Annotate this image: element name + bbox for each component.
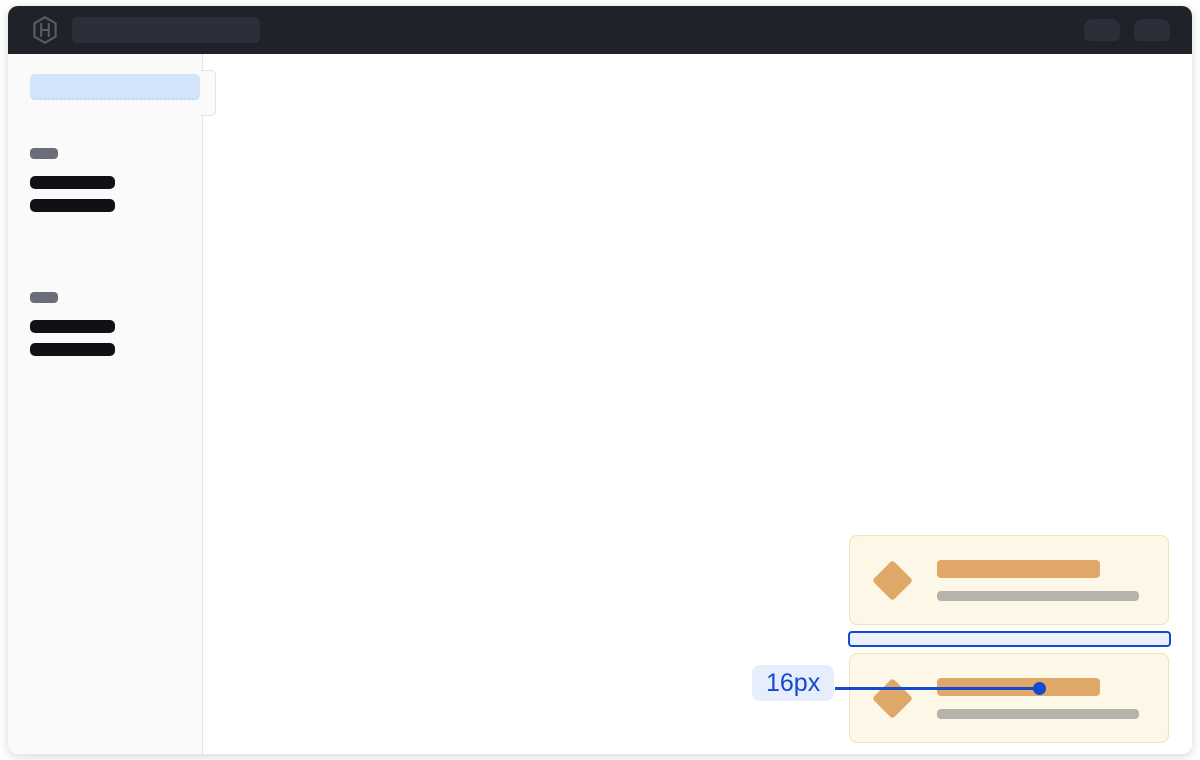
- topbar-chip-1[interactable]: [1084, 19, 1120, 41]
- sidebar-group-1: [30, 148, 115, 212]
- sidebar-group-2-label: [30, 292, 58, 303]
- card-text-block: [937, 559, 1139, 601]
- measurement-leader-line: [835, 687, 1035, 690]
- measurement-anchor-dot: [1033, 682, 1046, 695]
- topbar-chip-2[interactable]: [1134, 19, 1170, 41]
- diamond-icon: [871, 559, 914, 601]
- sidebar-item-1-1[interactable]: [30, 176, 115, 189]
- card-title-placeholder: [937, 559, 1100, 578]
- canvas-area: 16px: [203, 54, 1192, 754]
- card-subtitle-placeholder: [937, 708, 1139, 719]
- card-text-block: [937, 677, 1139, 719]
- sidebar-item-2-1[interactable]: [30, 320, 115, 333]
- measurement-leader: [835, 682, 1046, 695]
- measurement-value-label: 16px: [752, 665, 835, 701]
- spacing-measurement-highlight: [848, 631, 1171, 647]
- top-bar: [8, 6, 1192, 54]
- card-stack: [848, 535, 1171, 743]
- hexagon-h-logo-icon[interactable]: [32, 16, 58, 44]
- list-item[interactable]: [849, 535, 1169, 625]
- list-item[interactable]: [849, 653, 1169, 743]
- card-title-placeholder: [937, 677, 1100, 696]
- card-subtitle-placeholder: [937, 590, 1139, 601]
- app-window: 16px: [8, 6, 1192, 754]
- global-search-input[interactable]: [72, 17, 260, 43]
- sidebar-collapse-handle-icon[interactable]: [201, 70, 216, 116]
- sidebar: [8, 54, 216, 754]
- sidebar-item-2-2[interactable]: [30, 343, 115, 356]
- body-area: 16px: [8, 54, 1192, 754]
- sidebar-item-active[interactable]: [30, 74, 200, 100]
- sidebar-group-1-label: [30, 148, 58, 159]
- top-bar-actions: [1084, 19, 1178, 41]
- sidebar-item-1-2[interactable]: [30, 199, 115, 212]
- sidebar-group-2: [30, 292, 115, 356]
